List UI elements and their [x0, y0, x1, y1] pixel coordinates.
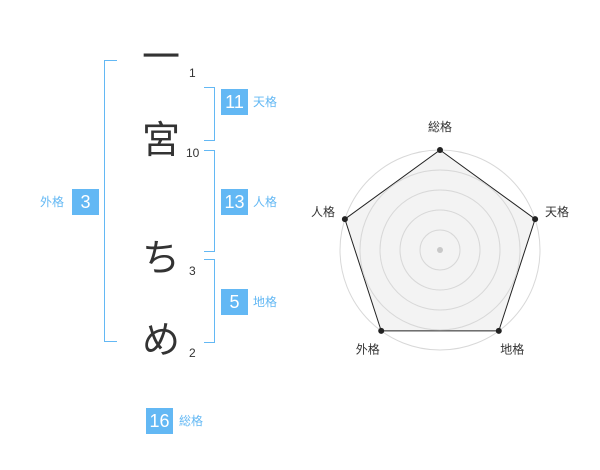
name-char-1: 一 [141, 35, 180, 79]
name-char-2: 宮 [141, 118, 180, 162]
chikaku-label: 地格 [253, 295, 278, 309]
chikaku-value-badge: 5 [221, 289, 248, 315]
radar-axis-label-2: 天格 [545, 204, 569, 219]
gaikaku-value-badge: 3 [72, 189, 99, 215]
radar-axis-label-4: 外格 [356, 342, 380, 357]
radar-point-3 [495, 327, 502, 334]
stroke-count-1: 1 [189, 66, 196, 80]
stroke-count-4: 2 [189, 346, 196, 360]
radar-inner-ring-1 [419, 229, 461, 271]
tenkaku-value-badge: 11 [221, 89, 248, 115]
tenkaku-bracket [204, 87, 215, 141]
chikaku-bracket [204, 259, 215, 343]
radar-inner-ring-3 [379, 189, 501, 311]
soukaku-label: 総格 [179, 414, 204, 428]
gaikaku-bracket [104, 60, 117, 342]
radar-axis-label-3: 地格 [500, 342, 524, 357]
name-char-4: め [141, 318, 180, 362]
radar-axis-label-1: 総格 [428, 119, 452, 134]
radar-point-1 [437, 147, 443, 153]
radar-inner-ring-2 [399, 209, 481, 291]
radar-inner-ring-4 [359, 169, 521, 331]
radar-point-2 [532, 216, 539, 223]
jinkaku-bracket [204, 150, 215, 252]
soukaku-value-badge: 16 [146, 408, 173, 434]
stroke-count-2: 10 [186, 146, 200, 160]
tenkaku-label: 天格 [253, 95, 278, 109]
radar-point-5 [341, 216, 348, 223]
stroke-count-3: 3 [189, 264, 196, 278]
jinkaku-value-badge: 13 [221, 189, 248, 215]
gaikaku-label: 外格 [40, 195, 65, 209]
radar-axis-label-5: 人格 [311, 204, 335, 219]
radar-point-4 [378, 327, 385, 334]
radar-center-dot [437, 247, 443, 253]
name-char-3: ち [141, 236, 180, 280]
radar-data-polygon [344, 149, 536, 332]
jinkaku-label: 人格 [253, 195, 278, 209]
